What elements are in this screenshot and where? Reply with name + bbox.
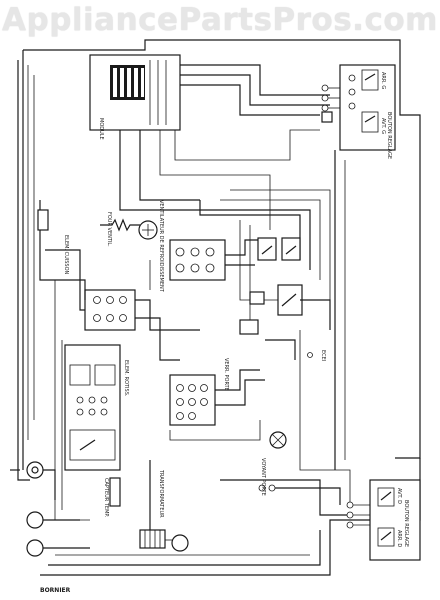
label-bouton-reglage-top: BOUTON REGLAGE (386, 112, 392, 159)
door-lock-block: VERR. PORTE (169, 358, 265, 441)
label-bornier: BORNIER (40, 587, 71, 594)
left-terminal-block (84, 289, 136, 331)
label-ventilateur: VENTILATEUR DE REFROIDISSEMENT (158, 200, 164, 293)
label-ecei: ECEI (320, 350, 326, 361)
label-avt-g: AVT. G (380, 118, 386, 134)
control-board-wires (119, 64, 330, 230)
label-verr-porte: VERR. PORTE (223, 358, 229, 391)
cooling-fan: VENTILATEUR DE REFROIDISSEMENT (138, 200, 164, 293)
label-four-ventil: FOUR VENTIL. (106, 212, 112, 247)
label-avt-d: AVT. D (396, 488, 402, 504)
transformer: TRANSFORMATEUR (139, 460, 189, 552)
terminal-block-top (321, 84, 340, 123)
svg-text:MODULE: MODULE (98, 118, 104, 140)
label-voyant-porte: VOYANT PORTE (260, 458, 266, 496)
label-bouton-reglage-bottom: BOUTON REGLAGE (403, 500, 409, 547)
relay-group-right (239, 237, 303, 335)
ecei-block: ECEI (265, 299, 331, 361)
switch-block-bottom-right: BOUTON REGLAGE AVT. D ARR. D (369, 479, 421, 561)
label-elem-cuisson: ELEM. CUISSON (63, 235, 69, 275)
switch-block-top-right: BOUTON REGLAGE AVT. G ARR. G (339, 64, 396, 159)
power-terminal-block: BORNIER (10, 461, 90, 594)
label-transformateur: TRANSFORMATEUR (158, 469, 164, 518)
temperature-sensor: CAPTEUR TEMP. (103, 477, 121, 518)
label-elem-rotiss: ELEM. ROTISS. (123, 360, 129, 397)
terminal-block-bottom (220, 479, 370, 529)
label-capteur-temp: CAPTEUR TEMP. (103, 478, 109, 518)
door-light: VOYANT PORTE (260, 431, 287, 496)
label-arr-d: ARR. D (396, 530, 402, 547)
relay-block-center (169, 239, 226, 281)
oven-control-panel: ELEM. ROTISS. (64, 344, 129, 471)
control-board: MODULE (89, 54, 181, 140)
label-arr-g: ARR. G (380, 72, 386, 89)
convection-fan: FOUR VENTIL. (100, 212, 140, 247)
right-vertical-harness (299, 150, 351, 502)
